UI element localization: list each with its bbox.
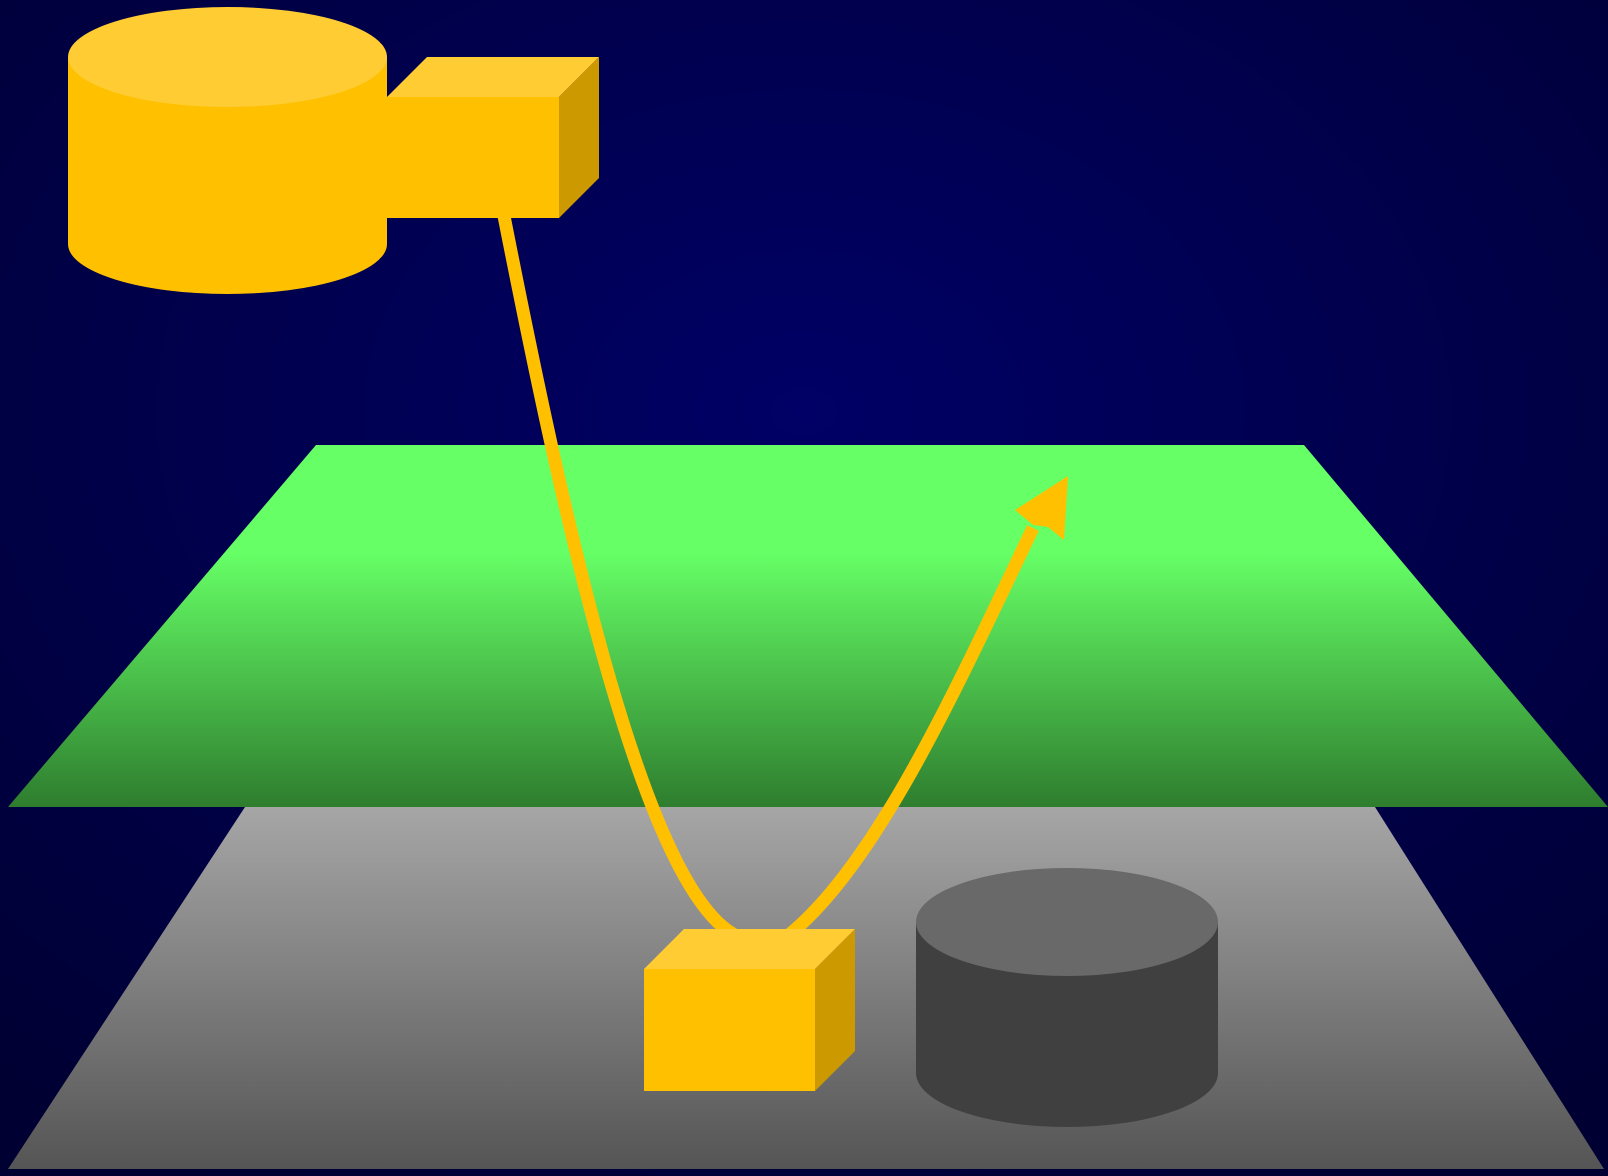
source-database-cylinder-icon — [68, 7, 387, 294]
arrow-head-icon — [1015, 476, 1068, 540]
incoming-connector — [497, 209, 740, 941]
target-database-cylinder-icon — [916, 868, 1218, 1127]
target-cube-icon — [644, 929, 855, 1091]
outgoing-arrow-shaft — [785, 525, 1039, 940]
green-plane — [8, 445, 1608, 807]
source-cube-icon — [387, 57, 599, 218]
